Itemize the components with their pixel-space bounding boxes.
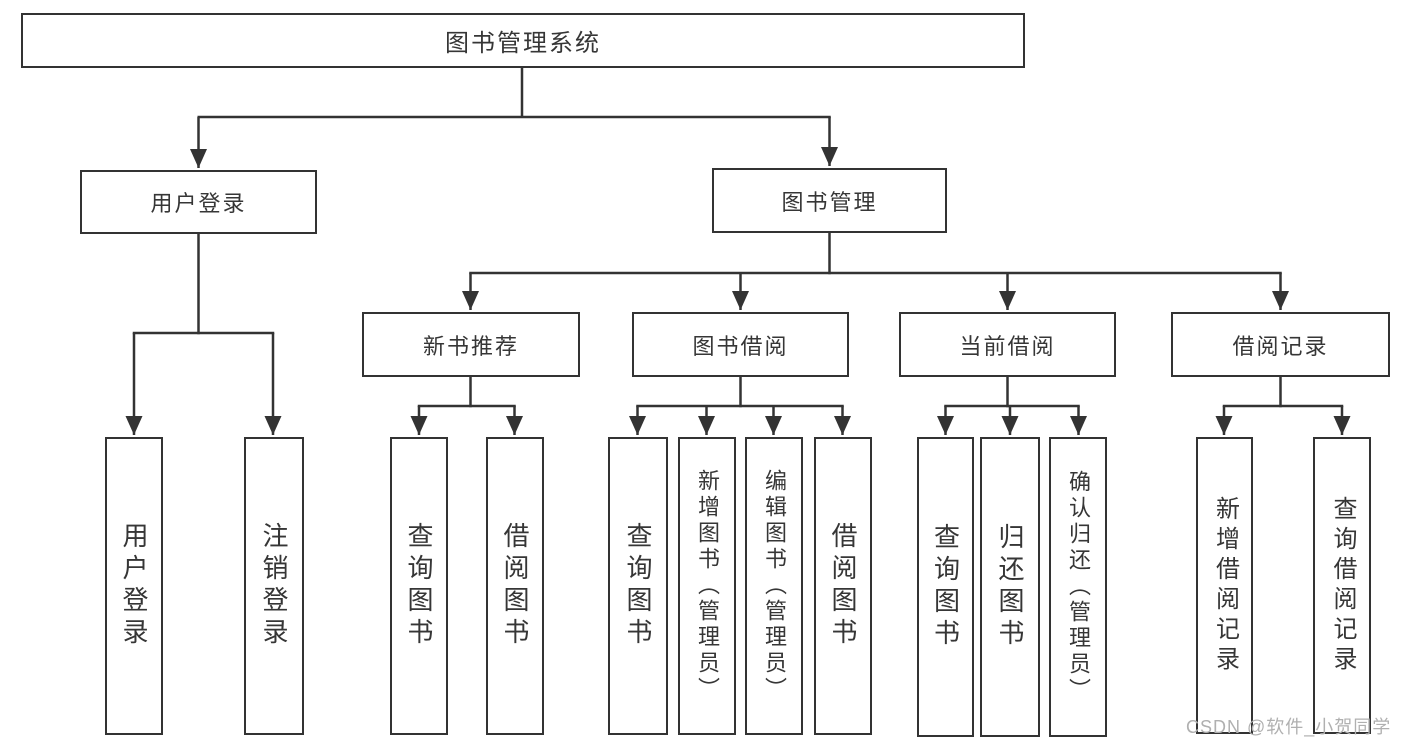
node-root-system: 图书管理系统 [21, 13, 1025, 68]
leaf-edit-book-admin: 编辑图书（管理员） [745, 437, 803, 735]
leaf-add-book-admin: 新增图书（管理员） [678, 437, 736, 735]
leaf-label: 查询借阅记录 [1329, 495, 1356, 676]
node-label: 当前借阅 [959, 333, 1056, 359]
leaf-borrow-books-recommend: 借阅图书 [486, 437, 544, 735]
leaf-label: 查询图书 [404, 522, 434, 650]
node-current-borrowing: 当前借阅 [899, 312, 1116, 377]
leaf-query-books-recommend: 查询图书 [390, 437, 448, 735]
leaf-label: 编辑图书（管理员） [762, 469, 787, 703]
node-book-management: 图书管理 [712, 168, 947, 233]
node-user-login: 用户登录 [80, 170, 317, 234]
node-label: 图书管理 [781, 189, 878, 215]
leaf-label: 查询图书 [930, 523, 961, 651]
node-label: 图书管理系统 [445, 30, 601, 57]
node-label: 用户登录 [150, 191, 247, 216]
leaf-label: 借阅图书 [500, 522, 530, 650]
node-borrowing-records: 借阅记录 [1171, 312, 1390, 377]
leaf-label: 借阅图书 [828, 522, 858, 650]
node-label: 借阅记录 [1232, 333, 1329, 359]
node-book-borrowing: 图书借阅 [632, 312, 849, 377]
leaf-label: 新增借阅记录 [1211, 495, 1239, 676]
leaf-query-books-borrowing: 查询图书 [608, 437, 668, 735]
leaf-user-login: 用户登录 [105, 437, 163, 735]
leaf-query-borrow-record: 查询借阅记录 [1313, 437, 1371, 734]
leaf-add-borrow-record: 新增借阅记录 [1196, 437, 1253, 734]
leaf-logout: 注销登录 [244, 437, 304, 735]
csdn-watermark: CSDN @软件_小贺同学 [1186, 717, 1392, 737]
leaf-query-books-current: 查询图书 [917, 437, 974, 737]
leaf-label: 注销登录 [259, 522, 289, 650]
node-label: 图书借阅 [692, 333, 789, 359]
leaf-label: 新增图书（管理员） [695, 469, 720, 703]
leaf-borrow-books-borrowing: 借阅图书 [814, 437, 872, 735]
leaf-confirm-return-admin: 确认归还（管理员） [1049, 437, 1107, 737]
leaf-return-books: 归还图书 [980, 437, 1040, 737]
leaf-label: 确认归还（管理员） [1066, 470, 1091, 704]
leaf-label: 归还图书 [995, 523, 1025, 651]
node-new-book-recommendation: 新书推荐 [362, 312, 580, 377]
leaf-label: 查询图书 [623, 522, 653, 650]
node-label: 新书推荐 [422, 333, 519, 359]
leaf-label: 用户登录 [119, 522, 149, 650]
